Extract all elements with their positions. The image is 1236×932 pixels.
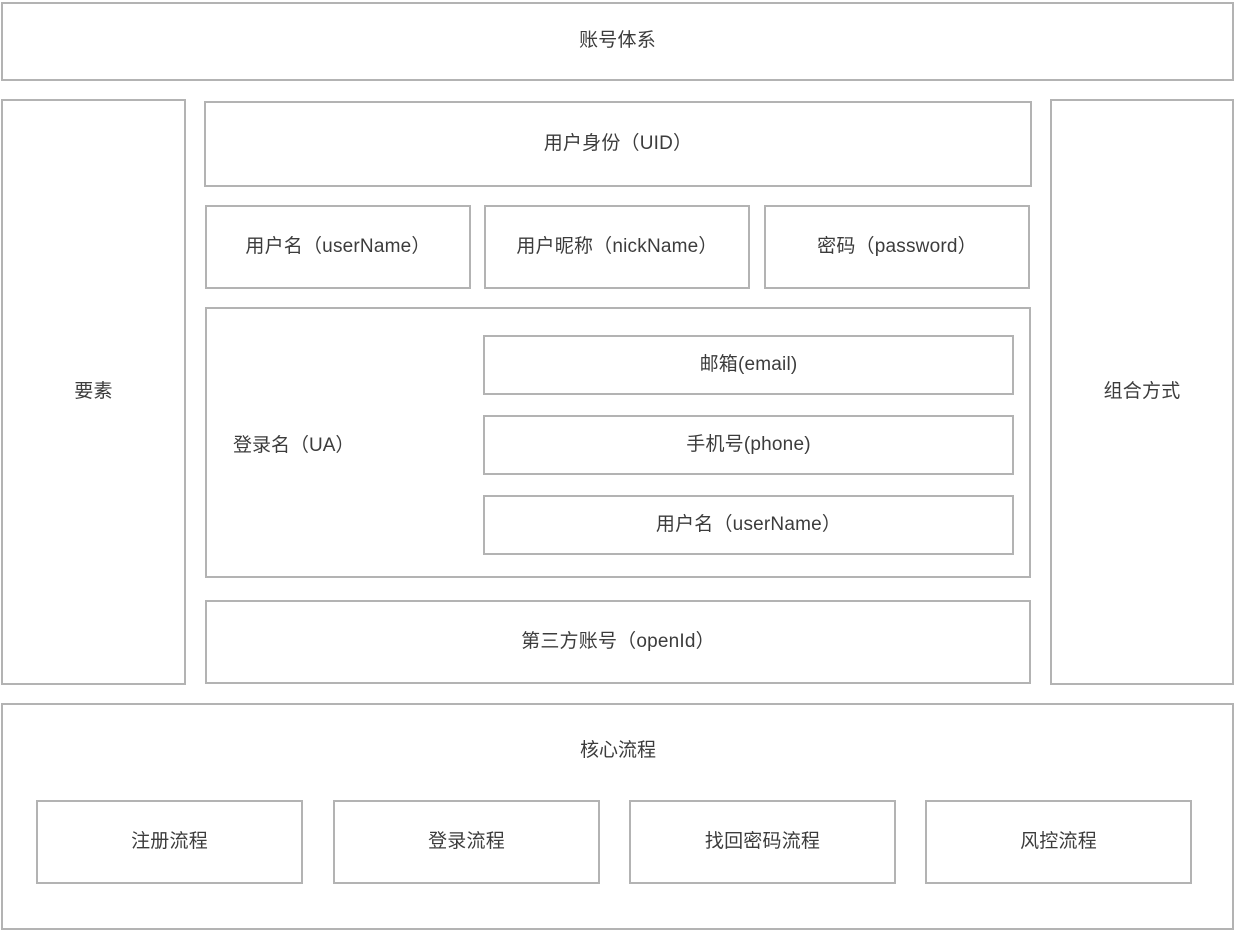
field-password-label: 密码（password） [817, 235, 977, 257]
field-nickname-label: 用户昵称（nickName） [516, 235, 718, 257]
system-title-box: 账号体系 [1, 2, 1234, 81]
field-nickname-box: 用户昵称（nickName） [484, 205, 750, 289]
flow-login-label: 登录流程 [428, 830, 505, 852]
flow-register-label: 注册流程 [131, 830, 208, 852]
login-option-email-label: 邮箱(email) [699, 353, 798, 375]
field-username-label: 用户名（userName） [245, 235, 431, 257]
login-option-phone-box: 手机号(phone) [483, 415, 1014, 475]
flow-register-box: 注册流程 [36, 800, 303, 884]
flow-recover-password-label: 找回密码流程 [704, 830, 821, 852]
user-identity-uid-box: 用户身份（UID） [204, 101, 1032, 187]
flow-recover-password-box: 找回密码流程 [629, 800, 896, 884]
elements-column-label: 要素 [74, 380, 113, 402]
core-flow-title-label: 核心流程 [579, 740, 656, 761]
flow-risk-control-box: 风控流程 [925, 800, 1192, 884]
elements-column: 要素 [1, 99, 186, 685]
user-identity-uid-label: 用户身份（UID） [543, 132, 693, 154]
login-option-phone-label: 手机号(phone) [686, 433, 811, 455]
login-option-username-box: 用户名（userName） [483, 495, 1014, 555]
system-title-label: 账号体系 [579, 30, 656, 52]
field-username-box: 用户名（userName） [205, 205, 471, 289]
flow-login-box: 登录流程 [333, 800, 600, 884]
flow-risk-control-label: 风控流程 [1020, 830, 1097, 852]
third-party-account-label: 第三方账号（openId） [521, 630, 715, 652]
third-party-account-box: 第三方账号（openId） [205, 600, 1031, 684]
login-option-username-label: 用户名（userName） [655, 513, 842, 535]
composition-column: 组合方式 [1050, 99, 1234, 685]
composition-column-label: 组合方式 [1103, 380, 1181, 402]
field-password-box: 密码（password） [764, 205, 1030, 289]
login-name-group-label: 登录名（UA） [233, 435, 355, 456]
login-option-email-box: 邮箱(email) [483, 335, 1014, 395]
